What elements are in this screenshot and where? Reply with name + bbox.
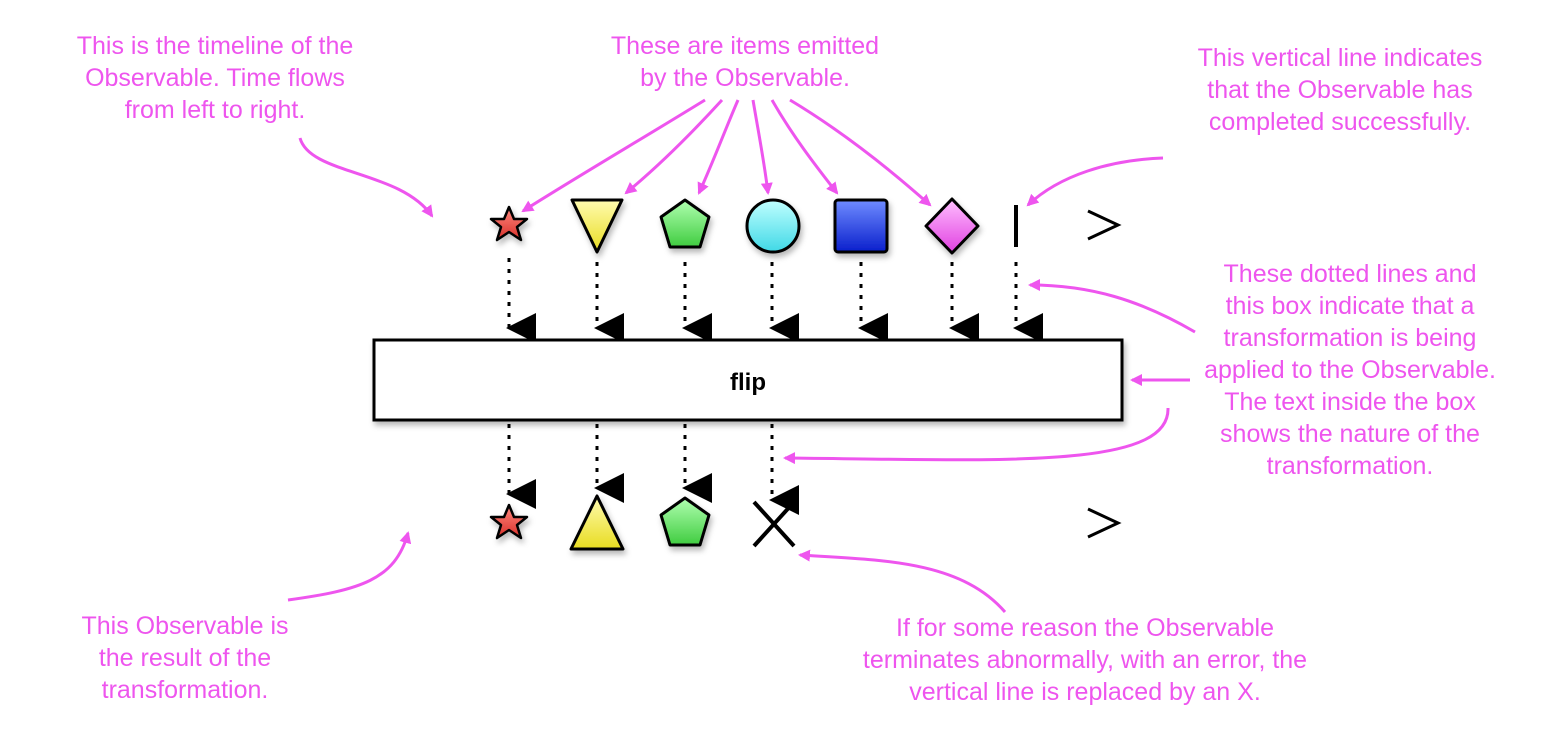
annotation-arrows: [287, 98, 1196, 613]
arrow-dotted-lines: [1028, 279, 1196, 334]
error-marker: [752, 500, 796, 548]
source-item-triangle: [570, 198, 624, 254]
operator-label: flip: [730, 369, 766, 396]
annotation-items: These are items emitted by the Observabl…: [610, 32, 880, 92]
input-dotted-arrows: [506, 258, 1043, 343]
source-item-diamond: [924, 197, 980, 255]
source-item-star: [489, 205, 529, 242]
result-timeline: [375, 507, 1122, 539]
annotation-timeline: This is the timeline of the Observable. …: [76, 32, 354, 124]
output-dotted-arrows: [506, 424, 799, 515]
annotation-error: If for some reason the Observable termin…: [862, 614, 1308, 706]
source-item-pentagon: [659, 198, 711, 249]
annotation-result: This Observable is the result of the tra…: [81, 612, 289, 704]
source-item-square: [833, 198, 889, 254]
arrow-transformation-output: [783, 407, 1170, 465]
arrow-item-star: [521, 98, 706, 213]
result-item-triangle: [569, 494, 625, 551]
arrow-timeline: [298, 137, 434, 218]
arrow-item-diamond: [789, 98, 932, 207]
arrow-item-circle: [751, 99, 773, 195]
result-item-star: [489, 503, 529, 540]
arrow-item-square: [770, 99, 839, 195]
arrow-error: [798, 549, 1007, 613]
source-item-circle: [745, 198, 801, 254]
arrow-completed: [1026, 156, 1164, 207]
arrow-item-pentagon: [697, 99, 740, 195]
source-timeline-arrowhead: [1087, 209, 1122, 241]
annotation-transformation: These dotted lines and this box indicate…: [1204, 260, 1496, 480]
arrow-result: [287, 531, 412, 602]
annotation-completed: This vertical line indicates that the Ob…: [1197, 44, 1483, 136]
operator-box: [372, 338, 1124, 422]
result-item-pentagon: [659, 496, 711, 547]
result-timeline-arrowhead: [1087, 507, 1122, 539]
arrow-item-triangle: [624, 98, 724, 195]
